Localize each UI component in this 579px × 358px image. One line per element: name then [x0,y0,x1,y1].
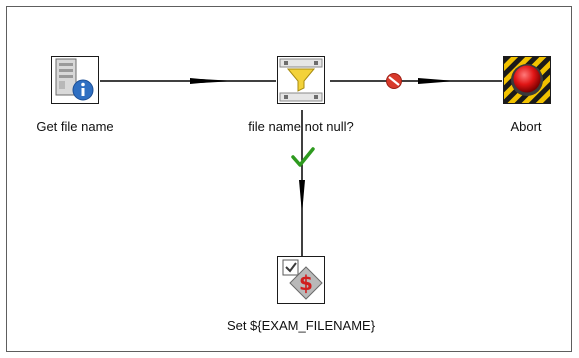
step-get-file-name[interactable] [51,56,99,104]
hop-arrow-icon [418,78,456,84]
green-check-icon [291,147,315,167]
hop-filter-to-abort-false[interactable] [330,73,502,89]
step-file-name-not-null[interactable] [277,56,325,104]
svg-text:$: $ [299,271,313,295]
stop-sign-icon [386,73,402,89]
filter-funnel-icon [279,58,323,102]
hop-get-file-name-to-filter[interactable] [100,78,276,84]
step-label-abort: Abort [510,119,542,134]
step-label-set-exam-filename: Set ${EXAM_FILENAME} [226,318,376,333]
step-label-file-name-not-null: file name not null? [248,119,354,134]
step-abort[interactable] [503,56,551,104]
step-label-get-file-name: Get file name [36,119,114,134]
step-set-exam-filename[interactable]: $ [277,256,325,304]
info-server-icon [55,58,94,101]
hop-arrow-icon [299,180,305,214]
set-variable-dollar-icon: $ [282,259,323,300]
hop-filter-to-set-variable-true[interactable] [291,110,315,256]
abort-red-button-icon [504,57,550,103]
